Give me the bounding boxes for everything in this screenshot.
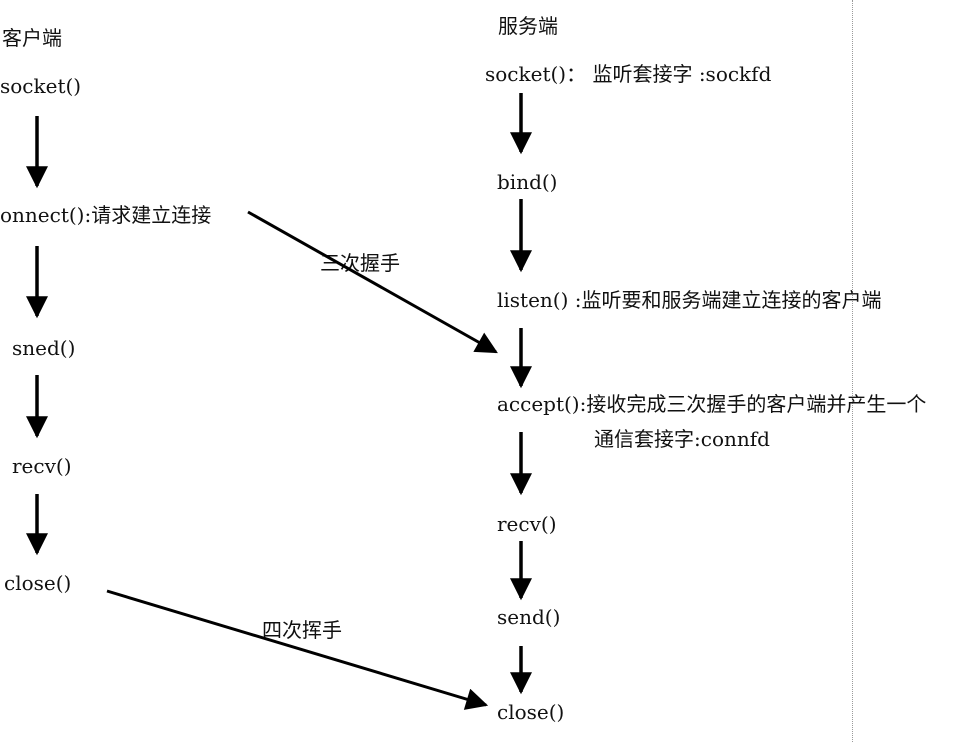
client-header: 客户端 (2, 26, 62, 50)
page-divider-dotted (852, 0, 853, 742)
server-listen-step: listen() :监听要和服务端建立连接的客户端 (497, 288, 882, 312)
server-accept-step-line2: 通信套接字:connfd (594, 427, 770, 451)
client-connect-step: onnect():请求建立连接 (0, 203, 212, 227)
server-header: 服务端 (498, 14, 558, 38)
handshake-label: 三次握手 (320, 251, 400, 275)
server-recv-step: recv() (497, 512, 557, 536)
server-socket-step: socket()： 监听套接字 :sockfd (485, 62, 772, 86)
server-send-step: send() (497, 605, 561, 629)
server-bind-step: bind() (497, 170, 558, 194)
server-close-step: close() (497, 700, 565, 724)
client-recv-step: recv() (12, 454, 72, 478)
wave-label: 四次挥手 (262, 618, 342, 642)
wave-arrow (106, 589, 489, 710)
client-close-step: close() (4, 571, 72, 595)
client-sned-step: sned() (12, 336, 76, 360)
handshake-arrow (247, 210, 498, 354)
server-accept-step: accept():接收完成三次握手的客户端并产生一个 (497, 392, 927, 416)
client-socket-step: socket() (0, 74, 82, 98)
